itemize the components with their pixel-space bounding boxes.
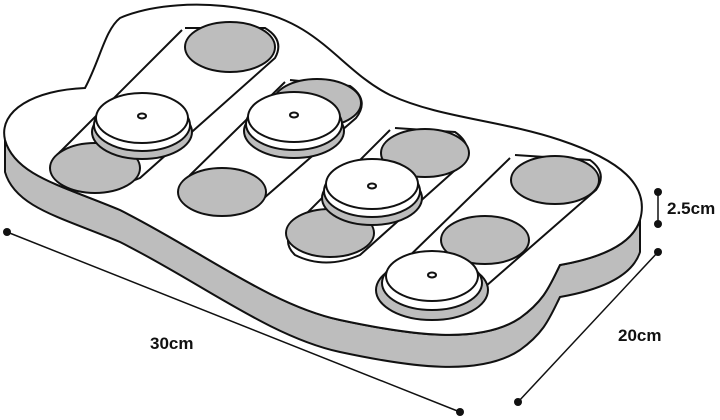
dimension-endpoint — [3, 228, 11, 236]
dimension-endpoint — [654, 220, 662, 228]
width-label: 20cm — [618, 326, 661, 345]
dimension-endpoint — [456, 408, 464, 416]
hole — [510, 155, 600, 205]
dimension-length: 30cm — [3, 228, 464, 416]
dimension-endpoint — [654, 188, 662, 196]
disc-hole — [427, 271, 437, 279]
disc-hole — [137, 112, 147, 120]
disc-4 — [375, 250, 489, 321]
discs — [91, 91, 489, 321]
disc-2 — [243, 91, 345, 159]
dimension-height: 2.5cm — [654, 188, 715, 228]
hole — [440, 215, 530, 265]
dimension-endpoint — [654, 248, 662, 256]
disc-1 — [91, 92, 193, 160]
disc-3 — [321, 158, 423, 226]
dimension-width: 20cm — [514, 248, 662, 406]
dimension-endpoint — [514, 398, 522, 406]
hole — [184, 21, 276, 73]
height-label: 2.5cm — [667, 199, 715, 218]
hole — [177, 167, 267, 217]
length-label: 30cm — [150, 334, 193, 353]
board-base — [3, 3, 643, 368]
disc-hole — [367, 182, 377, 190]
disc-hole — [289, 111, 299, 119]
